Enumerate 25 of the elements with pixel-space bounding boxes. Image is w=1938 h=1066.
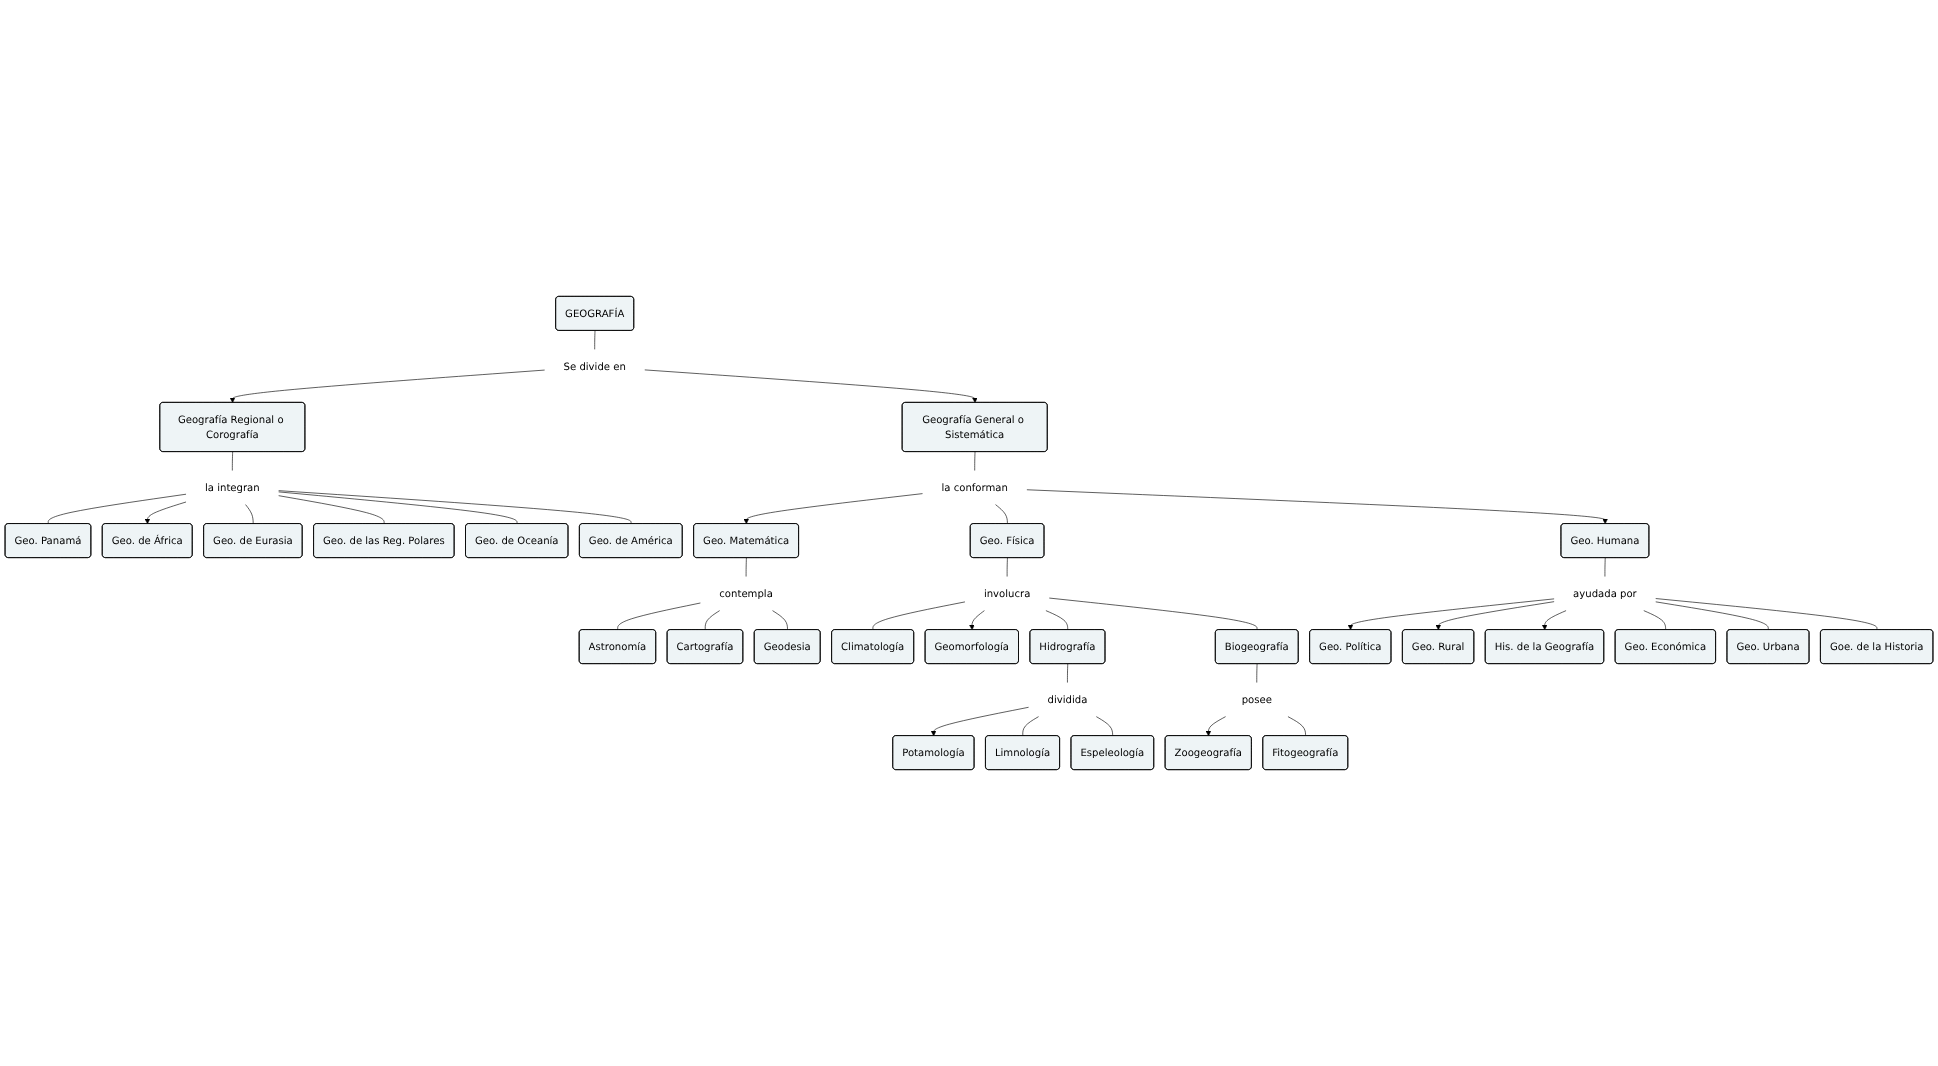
connector <box>594 330 596 350</box>
connector <box>1096 716 1113 737</box>
connector <box>1045 610 1069 631</box>
connector <box>1287 716 1306 737</box>
connector <box>1604 557 1606 577</box>
connector <box>278 491 518 525</box>
connector <box>1256 663 1258 683</box>
connector <box>772 610 788 631</box>
connector <box>1643 610 1666 631</box>
connector <box>232 451 233 471</box>
connector <box>278 495 385 525</box>
connector <box>617 602 701 631</box>
connector <box>1022 716 1039 737</box>
connector <box>1006 557 1008 577</box>
connector <box>872 601 966 631</box>
connector <box>995 504 1008 525</box>
connector <box>1048 597 1258 631</box>
connector <box>1067 663 1069 683</box>
connector <box>1655 598 1878 631</box>
connector <box>974 451 976 471</box>
connector <box>704 610 720 631</box>
connector <box>745 557 747 577</box>
connector <box>278 490 632 525</box>
connector <box>245 504 254 525</box>
connector <box>1655 601 1769 631</box>
